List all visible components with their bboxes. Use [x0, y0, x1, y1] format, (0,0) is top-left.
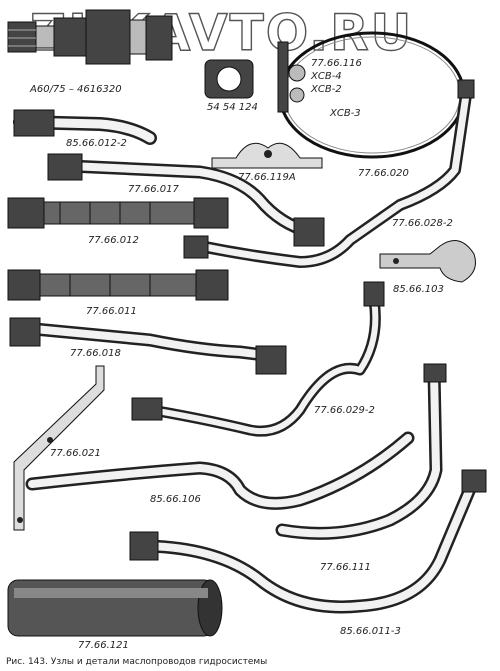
sleeve-7766121	[7, 579, 223, 637]
tube-8566106	[25, 431, 415, 510]
label-7766029-2: 77.66.029-2	[314, 405, 375, 416]
tube-8566011-3	[129, 469, 487, 614]
label-7766011: 77.66.011	[86, 306, 137, 317]
hose-7766012	[7, 197, 229, 229]
fitting-assembly-a6075	[7, 9, 173, 65]
tube-7766018	[9, 317, 287, 375]
label-8566011-3: 85.66.011-3	[340, 626, 401, 637]
label-7766111: 77.66.111	[320, 562, 371, 573]
tube-8566012-2	[13, 109, 157, 145]
tube-7766111	[275, 363, 447, 540]
label-7766020: 77.66.020	[358, 168, 409, 179]
label-7766121: 77.66.121	[78, 640, 129, 651]
label-7766021: 77.66.021	[50, 448, 101, 459]
label-7766018: 77.66.018	[70, 348, 121, 359]
label-a6075: А60/75 – 4616320	[29, 84, 122, 95]
hose-clamp-7766020	[277, 31, 466, 159]
label-545424: 54 54 124	[207, 102, 258, 113]
label-xcb3: ХСВ-3	[329, 108, 361, 119]
label-8566012-2: 85.66.012-2	[66, 138, 127, 149]
label-7766119a: 77.66.119А	[238, 172, 296, 183]
label-7766116: 77.66.116	[311, 58, 362, 69]
tube-7766028-2	[183, 79, 475, 268]
nut-545424	[204, 59, 254, 99]
label-8566106: 85.66.106	[150, 494, 201, 505]
bracket-7766021	[13, 365, 105, 531]
hose-7766011	[7, 269, 229, 301]
label-xcb2: ХСВ-2	[310, 84, 342, 95]
tube-7766017	[47, 153, 325, 247]
bracket-7766119a	[211, 142, 323, 169]
label-xcb4: ХСВ-4	[310, 71, 342, 82]
label-7766028-2: 77.66.028-2	[392, 218, 453, 229]
label-8566103: 85.66.103	[393, 284, 444, 295]
clip-8566103	[379, 240, 476, 283]
tube-7766029-2	[131, 281, 385, 437]
label-7766012: 77.66.012	[88, 235, 139, 246]
figure-caption: Рис. 143. Узлы и детали маслопроводов ги…	[6, 657, 267, 667]
label-7766017: 77.66.017	[128, 184, 180, 195]
